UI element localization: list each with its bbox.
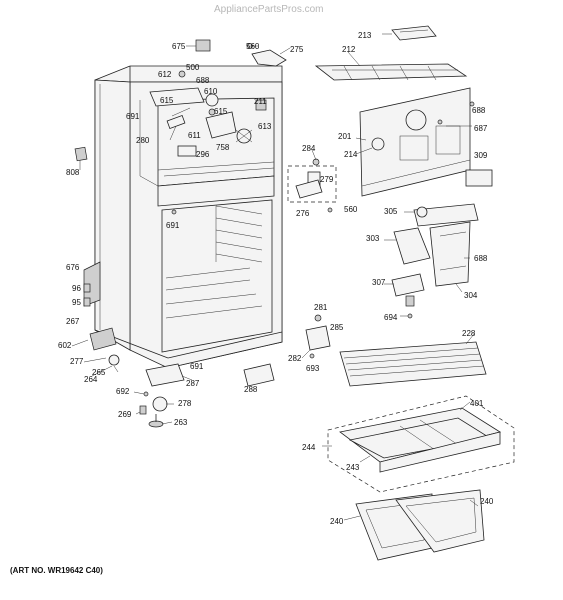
art-number: (ART NO. WR19642 C40) — [10, 566, 103, 575]
part-label-211: 211 — [254, 97, 267, 106]
part-label-808: 808 — [66, 168, 80, 177]
part-label-401: 401 — [470, 399, 484, 408]
part-label-675: 675 — [172, 42, 186, 51]
part-label-95: 95 — [72, 298, 81, 307]
part-label-691: 691 — [190, 362, 204, 371]
part-label-96: 96 — [72, 284, 81, 293]
part-label-692: 692 — [116, 387, 130, 396]
air-duct-assembly — [391, 203, 479, 319]
part-label-284: 284 — [302, 144, 316, 153]
part-label-213: 213 — [358, 31, 372, 40]
part-304 — [429, 221, 471, 287]
part-label-275: 275 — [290, 45, 304, 54]
part-label-282: 282 — [288, 354, 302, 363]
part-label-265: 265 — [92, 368, 106, 377]
part-label-296: 296 — [196, 150, 210, 159]
part-label-285: 285 — [330, 323, 344, 332]
part-label-615: 615 — [160, 96, 174, 105]
part-label-676: 676 — [66, 263, 80, 272]
part-label-560: 560 — [246, 42, 260, 51]
part-label-309: 309 — [474, 151, 488, 160]
freezer-components — [74, 39, 287, 215]
part-label-212: 212 — [342, 45, 356, 54]
part-275 — [251, 49, 287, 67]
crisper-cover — [327, 395, 515, 493]
part-label-264: 264 — [84, 375, 98, 384]
part-label-305: 305 — [384, 207, 398, 216]
part-label-687: 687 — [474, 124, 488, 133]
damper-assembly — [287, 158, 337, 213]
part-213 — [391, 25, 437, 41]
part-label-278: 278 — [178, 399, 192, 408]
light-assembly — [305, 314, 331, 359]
part-303 — [393, 227, 431, 265]
part-label-277: 277 — [70, 357, 84, 366]
part-label-610: 610 — [204, 87, 218, 96]
part-309 — [465, 169, 493, 187]
part-611 — [205, 111, 237, 139]
part-307 — [391, 273, 425, 297]
part-305 — [413, 203, 479, 227]
leader-lines — [71, 33, 479, 521]
part-label-240: 240 — [480, 497, 494, 506]
part-212 — [314, 63, 468, 81]
part-label-611: 611 — [188, 131, 201, 140]
part-label-500: 500 — [186, 63, 200, 72]
part-label-307: 307 — [372, 278, 386, 287]
part-label-615: 615 — [214, 107, 228, 116]
watermark: AppliancePartsPros.com — [214, 4, 324, 15]
part-label-281: 281 — [314, 303, 328, 312]
refrigerator-cabinet — [83, 65, 283, 369]
part-label-228: 228 — [462, 329, 476, 338]
part-label-243: 243 — [346, 463, 360, 472]
part-211 — [255, 99, 267, 111]
glass-shelf — [339, 341, 487, 387]
part-label-602: 602 — [58, 341, 72, 350]
part-296 — [177, 145, 197, 157]
part-label-613: 613 — [258, 122, 272, 131]
part-label-691: 691 — [126, 112, 140, 121]
part-label-263: 263 — [174, 418, 188, 427]
freezer-shelf-group — [314, 25, 468, 81]
part-label-214: 214 — [344, 150, 358, 159]
part-label-280: 280 — [136, 136, 150, 145]
part-label-693: 693 — [306, 364, 320, 373]
part-label-694: 694 — [384, 313, 398, 322]
part-label-304: 304 — [464, 291, 478, 300]
part-label-560: 560 — [344, 205, 358, 214]
part-label-688: 688 — [474, 254, 488, 263]
part-label-303: 303 — [366, 234, 380, 243]
part-label-279: 279 — [320, 175, 334, 184]
part-label-688: 688 — [196, 76, 210, 85]
part-label-287: 287 — [186, 379, 200, 388]
part-label-612: 612 — [158, 70, 172, 79]
part-label-288: 288 — [244, 385, 258, 394]
part-808 — [74, 146, 88, 162]
part-label-201: 201 — [338, 132, 352, 141]
part-675 — [195, 39, 211, 52]
evaporator-cover — [359, 87, 493, 197]
part-label-276: 276 — [296, 209, 310, 218]
part-label-244: 244 — [302, 443, 316, 452]
part-612 — [149, 87, 205, 107]
bottom-hardware — [83, 283, 275, 428]
part-label-269: 269 — [118, 410, 132, 419]
part-label-267: 267 — [66, 317, 80, 326]
crisper-drawers — [355, 489, 485, 561]
part-label-688: 688 — [472, 106, 486, 115]
part-label-758: 758 — [216, 143, 230, 152]
part-label-691: 691 — [166, 221, 180, 230]
part-label-240: 240 — [330, 517, 344, 526]
